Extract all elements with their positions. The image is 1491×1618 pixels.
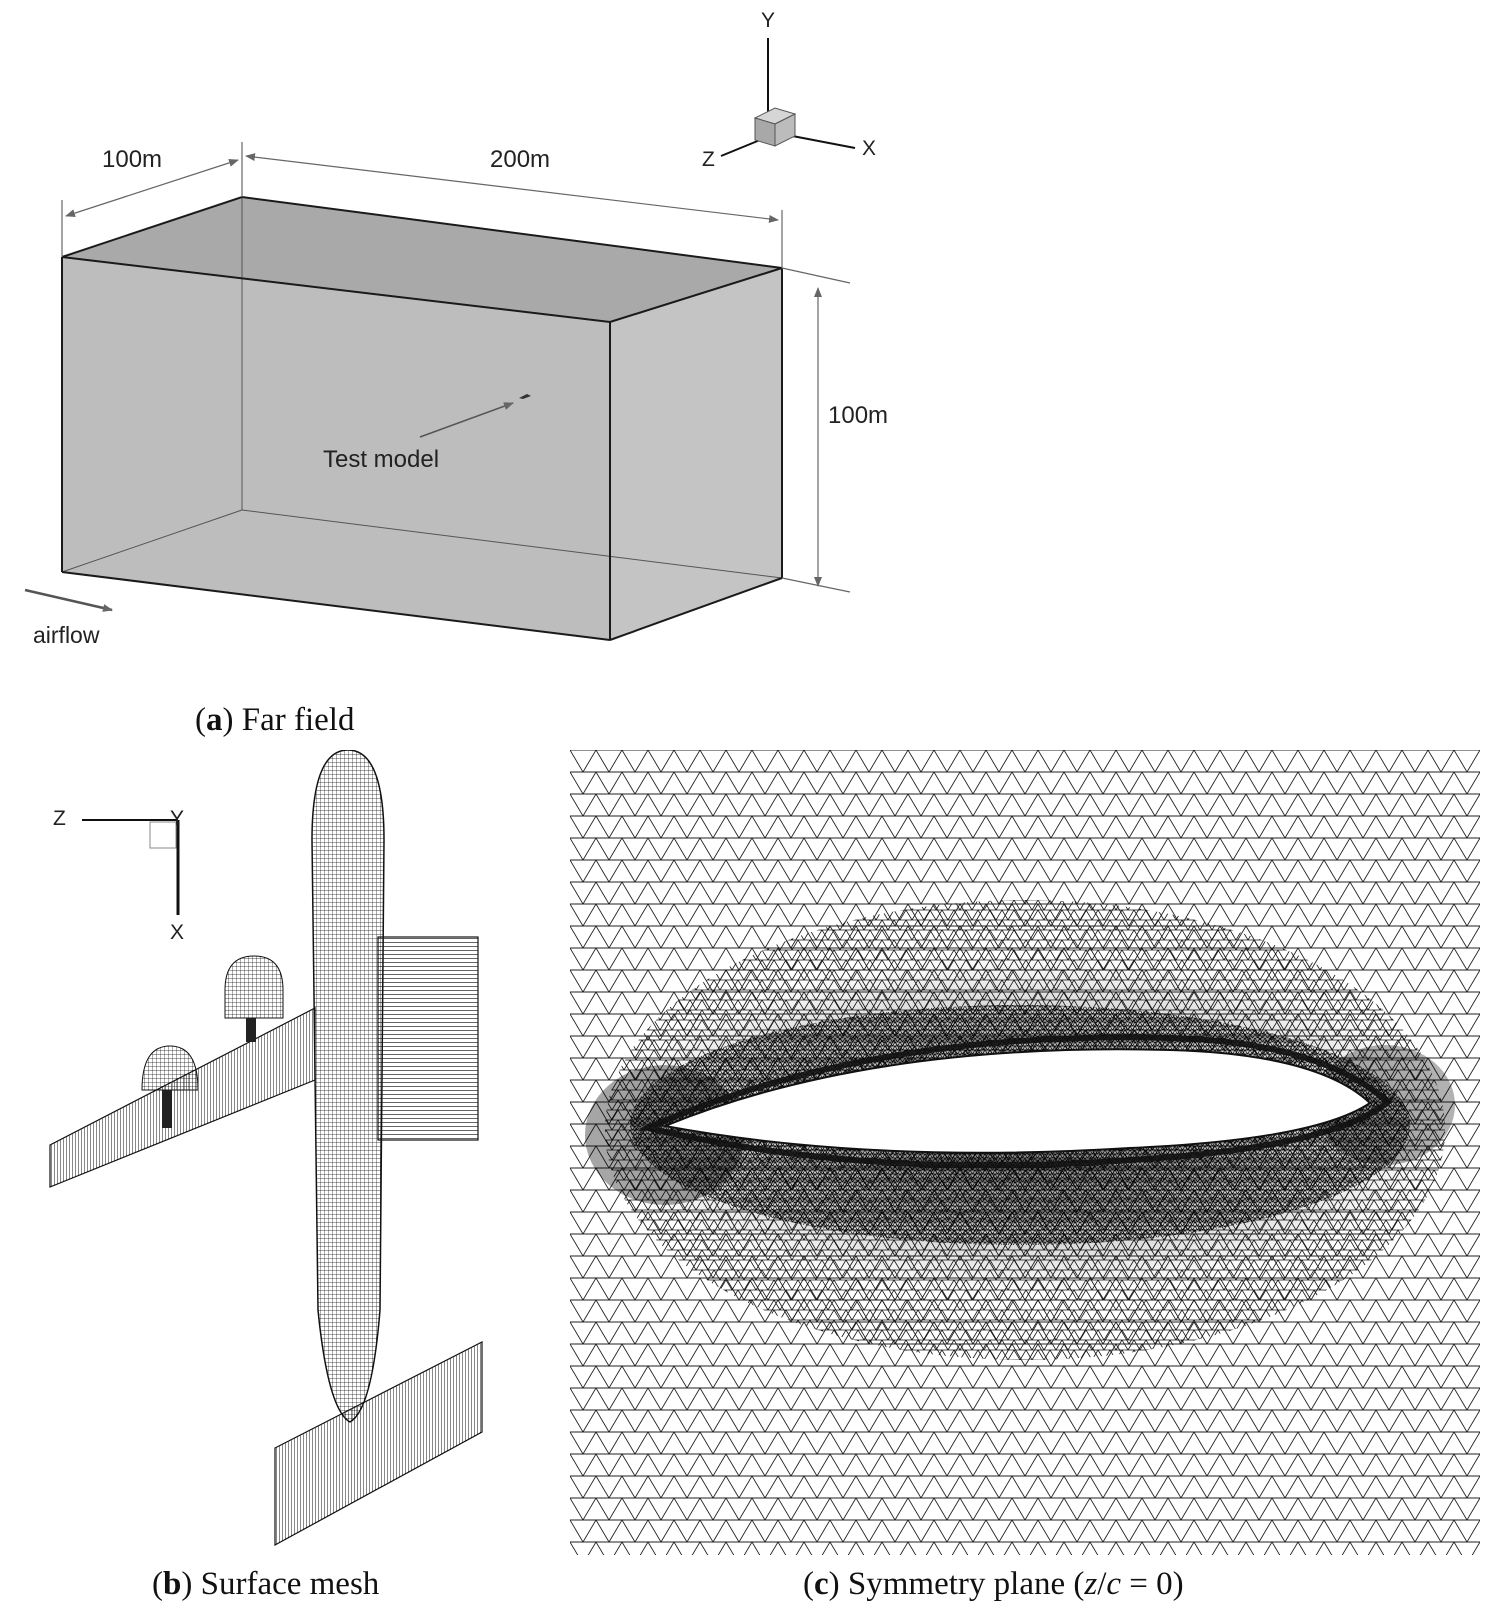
caption-b-text: Surface mesh xyxy=(200,1566,380,1602)
far-field-diagram xyxy=(24,38,856,641)
test-model-icon xyxy=(519,394,531,399)
airfoil-section xyxy=(661,1048,1372,1154)
boundary-layer-band xyxy=(638,1034,1393,1169)
axis-x-label-b: X xyxy=(170,921,185,944)
caption-c-letter: c xyxy=(814,1566,829,1602)
axis-y-label: Y xyxy=(761,9,776,32)
symmetry-plane-mesh xyxy=(570,750,1480,1555)
axis-z-label: Z xyxy=(702,148,715,171)
caption-c: (c) Symmetry plane (z/c = 0) xyxy=(803,1566,1184,1602)
wing-right-mesh xyxy=(274,1341,483,1547)
wing-left-mesh xyxy=(49,1007,316,1188)
dimension-length-label: 200m xyxy=(490,146,551,173)
axis-triad-2d xyxy=(82,819,180,915)
airflow-arrow xyxy=(24,588,113,612)
dimension-lines xyxy=(61,142,851,593)
engine-nacelles xyxy=(141,955,284,1128)
caption-c-slash: / xyxy=(1097,1566,1107,1602)
surface-mesh-diagram xyxy=(49,750,483,1547)
caption-a-text: Far field xyxy=(241,702,355,738)
caption-c-tail: = 0) xyxy=(1121,1566,1184,1602)
stabilizer-mesh xyxy=(377,936,479,1141)
fuselage-mesh xyxy=(311,750,385,1423)
caption-c-var2: c xyxy=(1106,1566,1122,1602)
box-front-face xyxy=(62,257,610,640)
dimension-height-label: 100m xyxy=(828,402,889,429)
test-model-arrow xyxy=(419,402,514,438)
caption-a-letter: a xyxy=(206,702,223,738)
dimension-depth-label: 100m xyxy=(102,146,163,173)
caption-c-text: Symmetry plane ( xyxy=(847,1566,1085,1602)
airflow-label: airflow xyxy=(33,622,100,648)
axis-triad-3d xyxy=(720,38,856,157)
caption-b: (b) Surface mesh xyxy=(152,1566,380,1602)
box-side-face xyxy=(610,268,782,640)
computational-domain-box xyxy=(61,195,783,641)
axis-y-label-b: Y xyxy=(170,807,185,830)
axis-z-label-b: Z xyxy=(53,807,66,830)
caption-a: (a) Far field xyxy=(195,702,355,738)
caption-c-var1: z xyxy=(1084,1566,1098,1602)
test-model-label: Test model xyxy=(323,446,440,473)
caption-b-letter: b xyxy=(163,1566,182,1602)
axis-x-label: X xyxy=(862,137,877,160)
